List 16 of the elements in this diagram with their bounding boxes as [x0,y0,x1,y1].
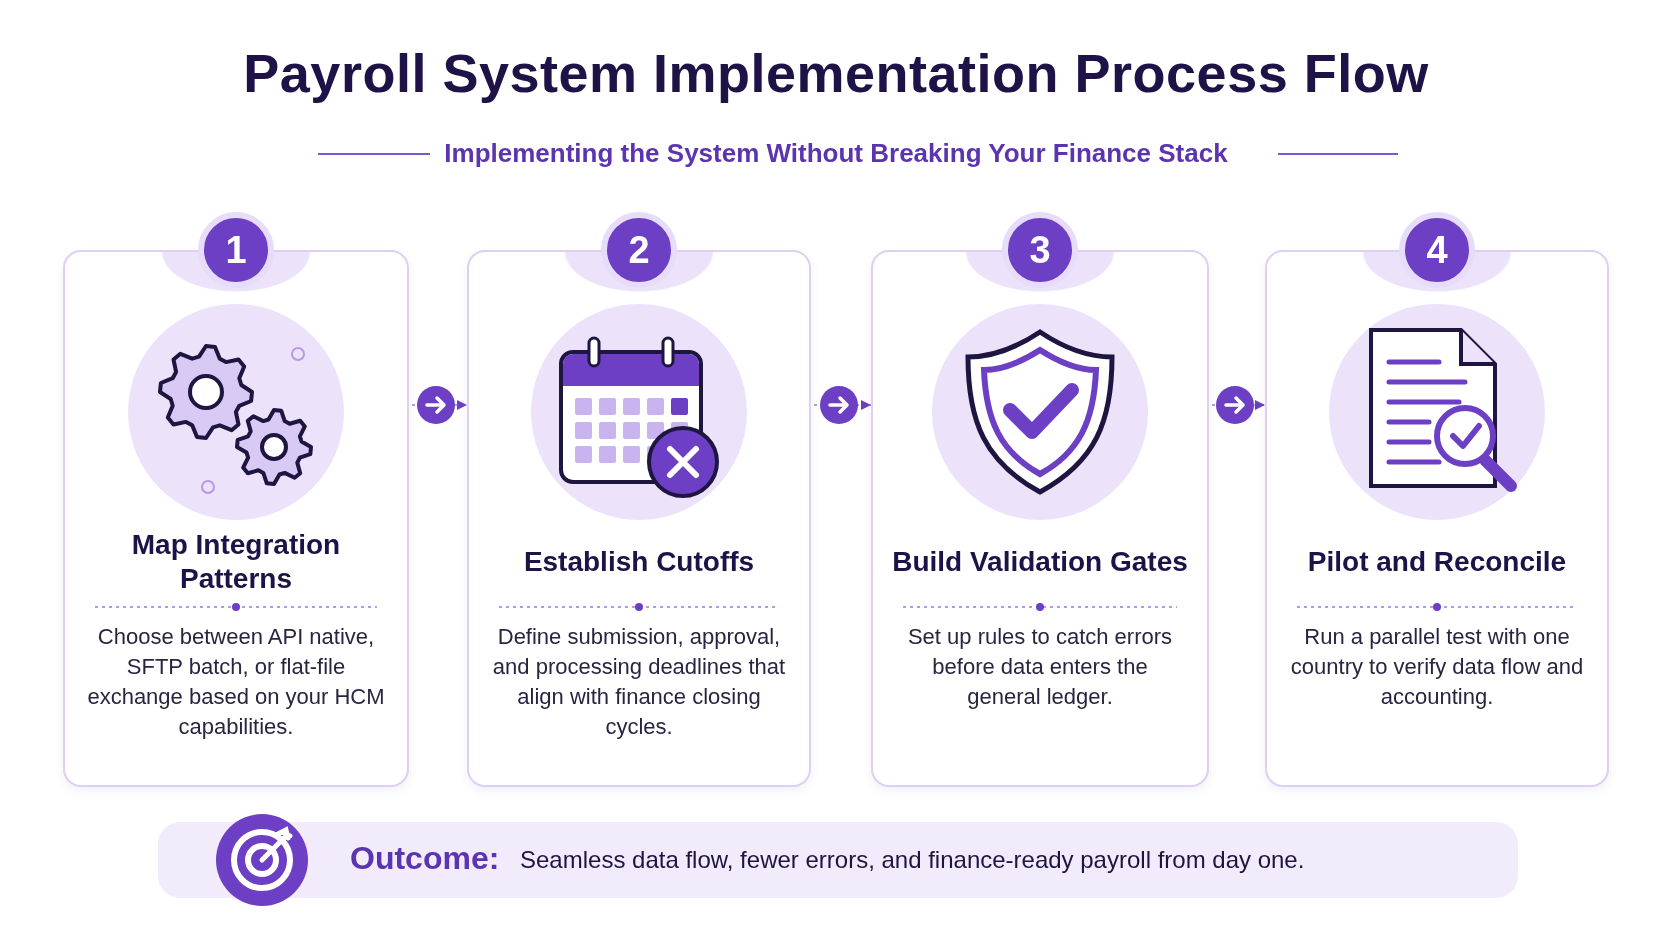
outcome-text: Seamless data flow, fewer errors, and finance-ready payroll from day one. [520,846,1305,874]
step-description: Set up rules to catch errors before data enters the general ledger. [907,624,1173,709]
subtitle: Implementing the System Without Breaking Your Finance Stack [444,138,1228,168]
step-description: Choose between API native, SFTP batch, or flat-file exchange based on your HCM capabilities. [87,624,385,739]
step-number: 1 [198,212,274,288]
step-number: 2 [601,212,677,288]
title: Payroll System Implementation Process Flow [242,42,1430,104]
step-heading: Pilot and Reconcile [1307,545,1567,579]
step-heading: Map Integration Patterns [130,528,342,596]
step-heading: Establish Cutoffs [523,545,755,579]
step-number: 4 [1399,212,1475,288]
step-heading: Build Validation Gates [892,545,1188,579]
outcome-label: Outcome: [350,840,500,877]
step-description: Run a parallel test with one country to verify data flow and accounting. [1290,624,1584,709]
step-number: 3 [1002,212,1078,288]
step-description: Define submission, approval, and processing deadlines that align with finance closing cycles. [492,624,786,739]
